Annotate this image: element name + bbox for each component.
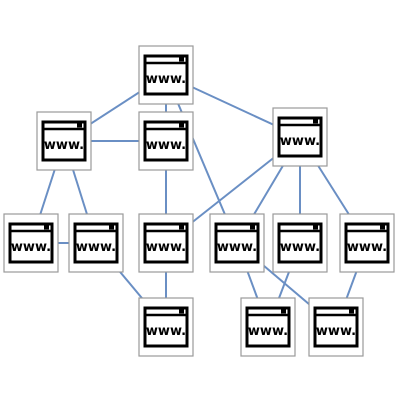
website-node-n4: www. <box>272 107 328 167</box>
browser-window-icon <box>41 120 87 162</box>
browser-window-icon <box>143 222 189 264</box>
browser-window-icon <box>8 222 54 264</box>
website-node-n10: www. <box>339 213 395 273</box>
url-label: www. <box>146 72 186 87</box>
website-node-n3: www. <box>138 111 194 171</box>
browser-window-icon <box>73 222 119 264</box>
url-label: www. <box>146 324 186 339</box>
url-label: www. <box>248 324 288 339</box>
url-label: www. <box>217 240 257 255</box>
browser-window-icon <box>143 54 189 96</box>
url-label: www. <box>316 324 356 339</box>
website-node-n8: www. <box>209 213 265 273</box>
url-label: www. <box>146 240 186 255</box>
browser-window-icon <box>143 306 189 348</box>
browser-window-icon <box>277 116 323 158</box>
website-node-n12: www. <box>240 297 296 357</box>
nodes-layer: www. www. www. www. www. www. www. www. www. www.… <box>3 45 395 357</box>
website-node-n2: www. <box>36 111 92 171</box>
browser-window-icon <box>214 222 260 264</box>
website-node-n5: www. <box>3 213 59 273</box>
website-node-n1: www. <box>138 45 194 105</box>
browser-window-icon <box>313 306 359 348</box>
browser-window-icon <box>143 120 189 162</box>
url-label: www. <box>347 240 387 255</box>
url-label: www. <box>280 134 320 149</box>
browser-window-icon <box>245 306 291 348</box>
url-label: www. <box>11 240 51 255</box>
website-node-n6: www. <box>68 213 124 273</box>
browser-window-icon <box>344 222 390 264</box>
url-label: www. <box>44 138 84 153</box>
website-node-n13: www. <box>308 297 364 357</box>
website-node-n11: www. <box>138 297 194 357</box>
url-label: www. <box>146 138 186 153</box>
url-label: www. <box>76 240 116 255</box>
url-label: www. <box>280 240 320 255</box>
website-node-n7: www. <box>138 213 194 273</box>
browser-window-icon <box>277 222 323 264</box>
website-node-n9: www. <box>272 213 328 273</box>
